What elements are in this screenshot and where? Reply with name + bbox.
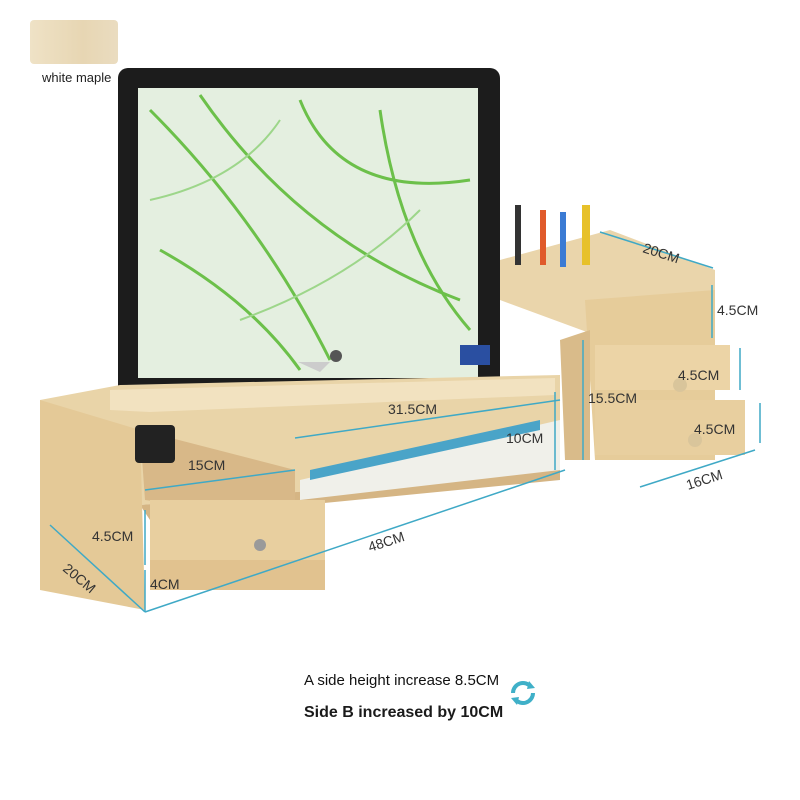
dim-right-bottom: 16CM	[684, 466, 724, 493]
left-side-panel	[40, 400, 145, 610]
dim-left-base: 4CM	[150, 576, 180, 592]
dimension-lines	[49, 231, 761, 613]
apple-logo-icon	[330, 350, 342, 362]
dim-left-drawer-height: 4.5CM	[92, 528, 133, 544]
monitor	[118, 68, 500, 440]
drawer-knob-1	[673, 378, 687, 392]
note-side-a: A side height increase 8.5CM	[304, 672, 500, 689]
organizer-drawer-1	[595, 345, 730, 390]
dim-pencil-height: 4.5CM	[717, 302, 758, 318]
desk-riser	[40, 345, 560, 610]
left-drawer	[150, 500, 325, 560]
dim-left-depth: 15CM	[188, 457, 225, 473]
dim-shelf-gap: 10CM	[506, 430, 543, 446]
dim-top-width: 31.5CM	[388, 401, 437, 417]
note-side-b: Side B increased by 10CM	[304, 704, 504, 721]
refresh-icon	[511, 681, 535, 705]
lock-icon	[254, 539, 266, 551]
organizer-drawer-2	[595, 400, 745, 455]
phone-icon	[135, 425, 175, 463]
dim-right-drawer-1: 4.5CM	[678, 367, 719, 383]
color-swatch[interactable]	[30, 20, 118, 64]
stapler-icon	[460, 345, 490, 365]
monitor-screen	[138, 88, 478, 378]
dim-right-height: 15.5CM	[588, 390, 637, 406]
dim-right-drawer-2: 4.5CM	[694, 421, 735, 437]
swatch-label: white maple	[42, 70, 112, 85]
books	[300, 420, 560, 500]
drawer-knob-2	[688, 433, 702, 447]
organizer	[500, 205, 745, 460]
dim-total-width: 48CM	[366, 528, 406, 555]
